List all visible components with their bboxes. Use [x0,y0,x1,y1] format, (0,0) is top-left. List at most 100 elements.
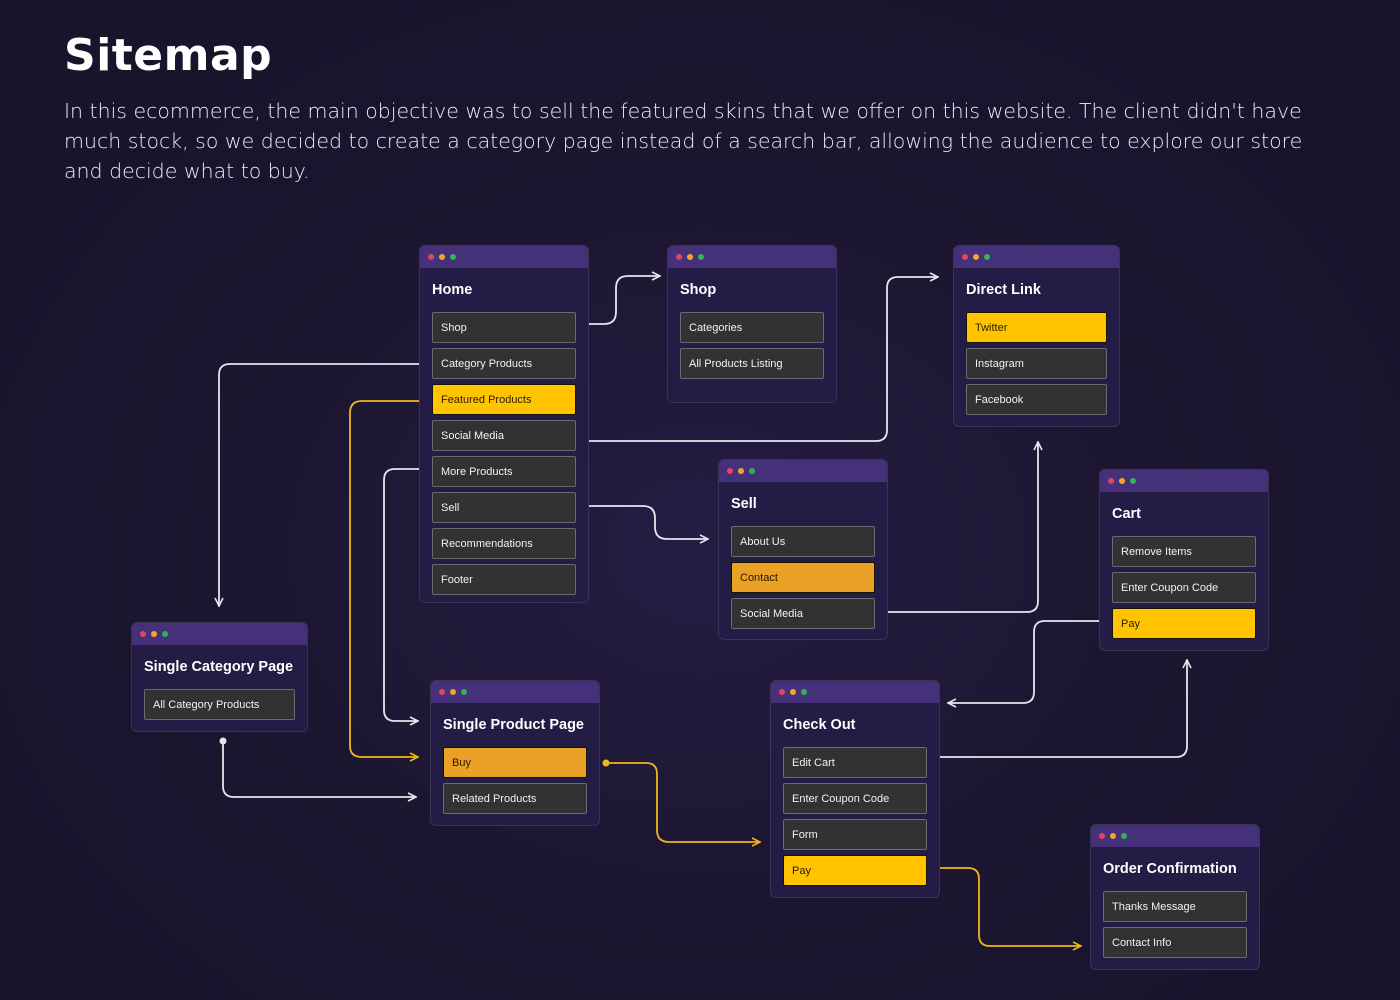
connector-dot [602,759,610,767]
page-section-list: All Category Products [132,681,307,720]
close-dot-icon [779,689,785,695]
window-title: Check Out [783,717,856,733]
link-category-product [222,740,416,797]
maximize-dot-icon [801,689,807,695]
link-pay-confirmation [927,867,1081,946]
section-item-enter-coupon-code[interactable]: Enter Coupon Code [1112,572,1256,603]
link-editcart-cart [927,660,1187,758]
close-dot-icon [676,254,682,260]
maximize-dot-icon [1121,833,1127,839]
window-title: Order Confirmation [1103,861,1237,877]
link-home-sell [573,505,708,539]
maximize-dot-icon [450,254,456,260]
section-item-pay[interactable]: Pay [783,855,927,886]
window-titlebar [1100,470,1268,492]
window-titlebar [420,246,588,268]
window-title: Sell [731,496,757,512]
section-item-sell[interactable]: Sell [432,492,576,523]
maximize-dot-icon [749,468,755,474]
window-titlebar [132,623,307,645]
window-titlebar [771,681,939,703]
close-dot-icon [140,631,146,637]
minimize-dot-icon [439,254,445,260]
window-titlebar [668,246,836,268]
close-dot-icon [1108,478,1114,484]
link-home-category [219,363,433,606]
window-title: Single Category Page [144,659,294,675]
maximize-dot-icon [1130,478,1136,484]
minimize-dot-icon [1119,478,1125,484]
minimize-dot-icon [973,254,979,260]
section-item-related-products[interactable]: Related Products [443,783,587,814]
maximize-dot-icon [984,254,990,260]
section-item-form[interactable]: Form [783,819,927,850]
window-titlebar [1091,825,1259,847]
section-item-social-media[interactable]: Social Media [432,420,576,451]
window-titlebar [954,246,1119,268]
minimize-dot-icon [450,689,456,695]
close-dot-icon [1099,833,1105,839]
section-item-about-us[interactable]: About Us [731,526,875,557]
section-item-buy[interactable]: Buy [443,747,587,778]
section-item-all-category-products[interactable]: All Category Products [144,689,295,720]
close-dot-icon [962,254,968,260]
section-item-shop[interactable]: Shop [432,312,576,343]
window-titlebar [719,460,887,482]
section-item-categories[interactable]: Categories [680,312,824,343]
window-title: Single Product Page [443,717,584,733]
section-item-facebook[interactable]: Facebook [966,384,1107,415]
close-dot-icon [727,468,733,474]
section-item-remove-items[interactable]: Remove Items [1112,536,1256,567]
window-title: Home [432,282,473,298]
section-item-contact[interactable]: Contact [731,562,875,593]
link-cartpay-checkout [948,620,1112,703]
section-item-thanks-message[interactable]: Thanks Message [1103,891,1247,922]
maximize-dot-icon [162,631,168,637]
section-item-more-products[interactable]: More Products [432,456,576,487]
section-item-footer[interactable]: Footer [432,564,576,595]
connector-dot [219,737,227,745]
close-dot-icon [428,254,434,260]
section-item-instagram[interactable]: Instagram [966,348,1107,379]
section-item-edit-cart[interactable]: Edit Cart [783,747,927,778]
window-title: Shop [680,282,717,298]
section-item-recommendations[interactable]: Recommendations [432,528,576,559]
section-item-twitter[interactable]: Twitter [966,312,1107,343]
section-item-social-media[interactable]: Social Media [731,598,875,629]
page-description: In this ecommerce, the main objective wa… [64,99,1303,183]
section-item-all-products-listing[interactable]: All Products Listing [680,348,824,379]
minimize-dot-icon [151,631,157,637]
link-buy-checkout [605,762,760,842]
minimize-dot-icon [1110,833,1116,839]
section-item-enter-coupon-code[interactable]: Enter Coupon Code [783,783,927,814]
section-item-contact-info[interactable]: Contact Info [1103,927,1247,958]
window-title: Cart [1112,506,1142,522]
section-item-category-products[interactable]: Category Products [432,348,576,379]
minimize-dot-icon [687,254,693,260]
section-item-pay[interactable]: Pay [1112,608,1256,639]
link-sell-social [873,442,1038,613]
maximize-dot-icon [461,689,467,695]
window-title: Direct Link [966,282,1041,298]
minimize-dot-icon [790,689,796,695]
page-title: Sitemap [64,30,273,81]
section-item-featured-products[interactable]: Featured Products [432,384,576,415]
minimize-dot-icon [738,468,744,474]
maximize-dot-icon [698,254,704,260]
